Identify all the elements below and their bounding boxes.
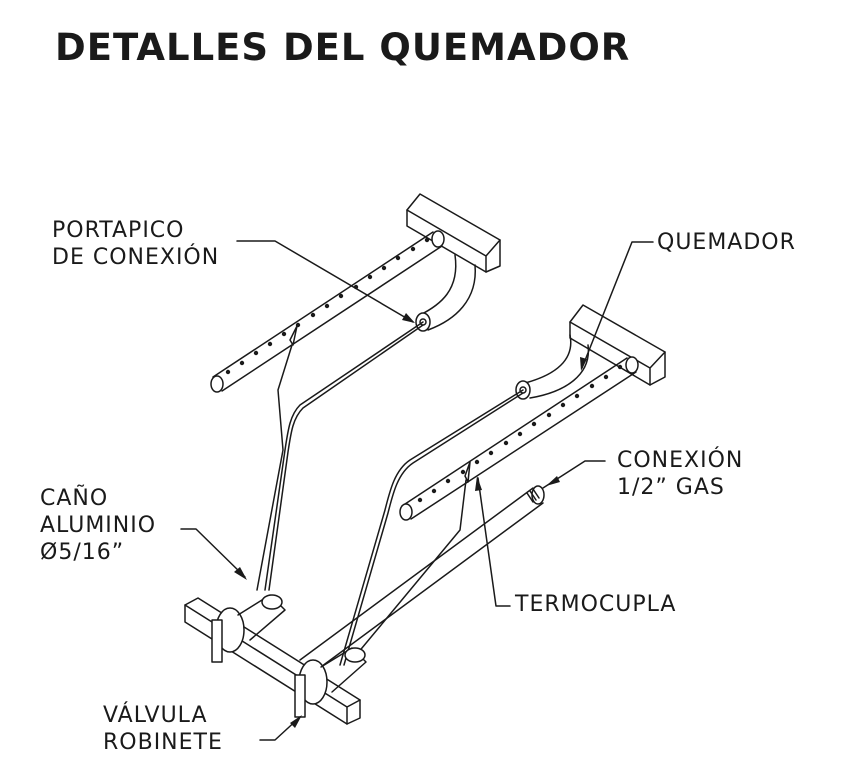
burner-holes-lower <box>417 364 623 503</box>
label-line: Ø5/16” <box>40 540 125 565</box>
label-portapico: PORTAPICO DE CONEXIÓN <box>52 217 219 271</box>
label-line: ALUMINIO <box>40 513 157 538</box>
gas-pipe <box>299 485 545 676</box>
label-line: QUEMADOR <box>657 230 796 255</box>
label-conexion-gas: CONEXIÓN 1/2” GAS <box>617 447 743 501</box>
lower-burner <box>339 304 666 666</box>
leader-lines <box>180 240 654 741</box>
label-line: VÁLVULA <box>103 703 208 728</box>
label-line: CAÑO <box>40 486 109 511</box>
label-line: CONEXIÓN <box>617 448 744 473</box>
burner-holes-upper <box>225 237 430 375</box>
label-line: PORTAPICO <box>52 218 185 243</box>
label-cano-aluminio: CAÑO ALUMINIO Ø5/16” <box>40 485 156 566</box>
page-title: DETALLES DEL QUEMADOR <box>55 26 631 69</box>
label-termocupla: TERMOCUPLA <box>515 591 676 618</box>
label-line: ROBINETE <box>103 730 223 755</box>
label-line: DE CONEXIÓN <box>52 245 220 270</box>
label-line: TERMOCUPLA <box>515 592 677 617</box>
valve-manifold <box>184 594 367 725</box>
label-line: 1/2” GAS <box>617 475 725 500</box>
label-quemador: QUEMADOR <box>657 229 796 256</box>
upper-burner <box>210 193 501 591</box>
label-valvula: VÁLVULA ROBINETE <box>103 702 223 756</box>
